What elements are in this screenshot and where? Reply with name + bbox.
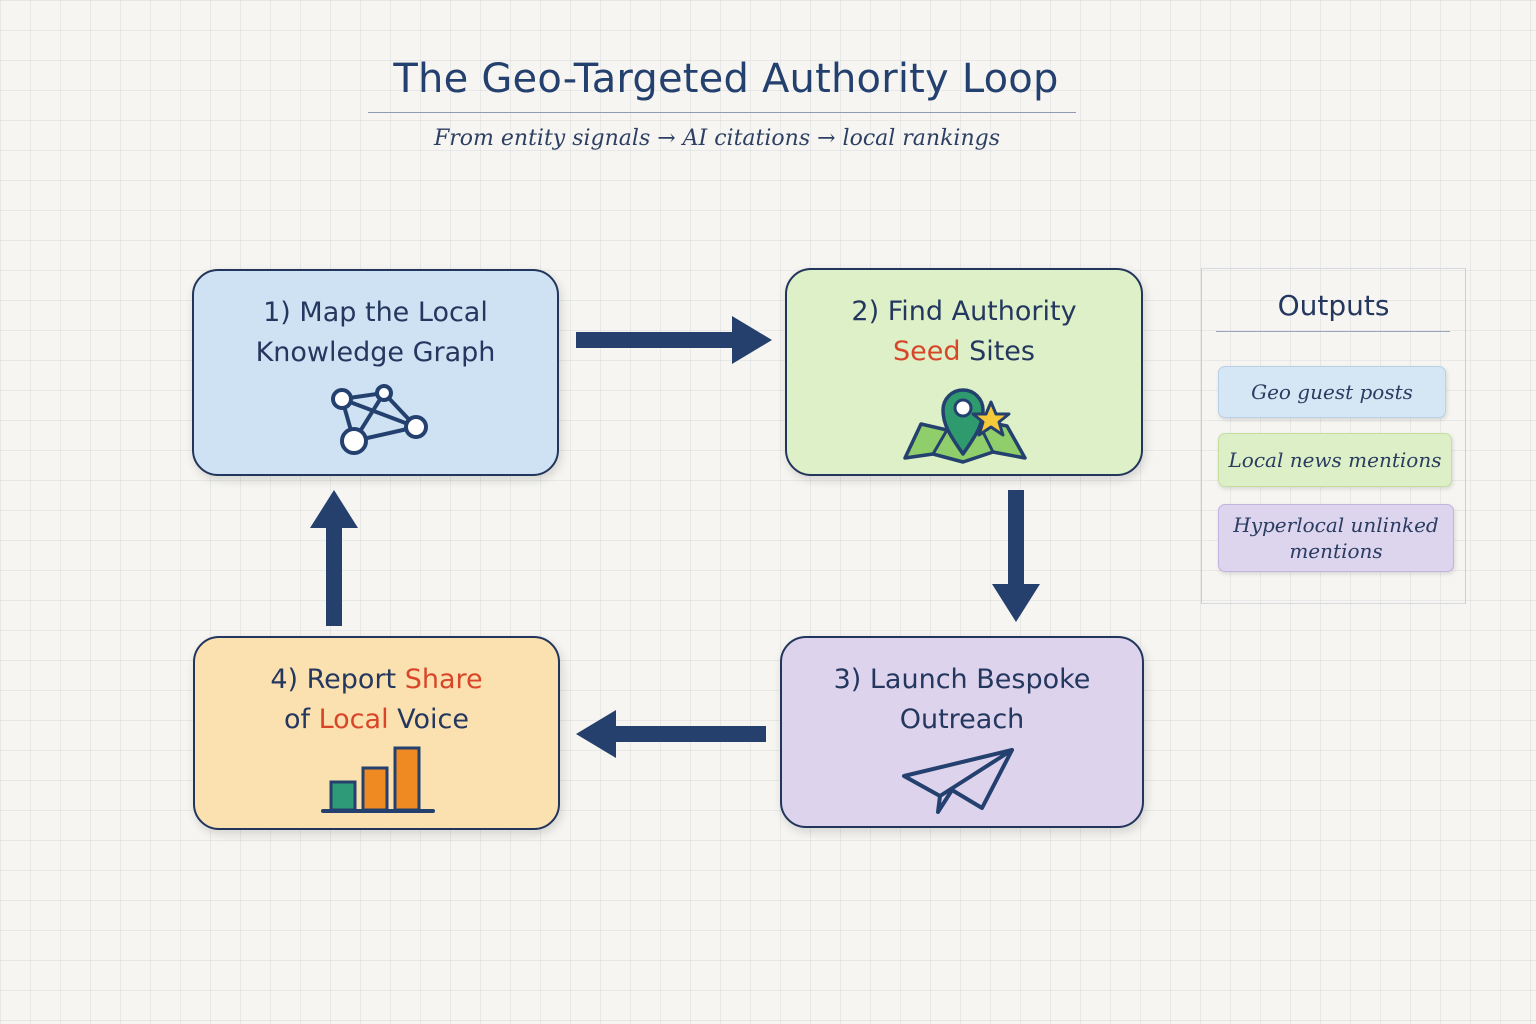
outputs-title: Outputs — [1277, 289, 1390, 322]
step-4-line-1-text: 4) Report — [270, 664, 405, 695]
step-1-line-1: 1) Map the Local — [263, 297, 488, 328]
step-3-label: 3) Launch Bespoke Outreach — [782, 660, 1142, 740]
step-3-line-2: Outreach — [899, 704, 1025, 735]
step-2-box: 2) Find Authority Seed Sites — [785, 268, 1143, 476]
step-1-label: 1) Map the Local Knowledge Graph — [194, 293, 557, 373]
output-chip-local-news-mentions: Local news mentions — [1218, 433, 1452, 487]
step-4-line-1: 4) Report Share — [195, 660, 558, 700]
arrow-step1-to-step2 — [576, 316, 772, 364]
step-2-line-1: 2) Find Authority — [851, 296, 1077, 327]
step-4-label: 4) Report Share of Local Voice — [195, 660, 558, 740]
step-1-box: 1) Map the Local Knowledge Graph — [192, 269, 559, 476]
step-4-highlight-local: Local — [318, 704, 389, 735]
step-4-line-2: of Local Voice — [195, 700, 558, 740]
output-chip-geo-guest-posts: Geo guest posts — [1218, 366, 1446, 418]
step-2-line-2-rest: Sites — [960, 336, 1035, 367]
step-4-highlight-share: Share — [404, 664, 483, 695]
arrow-step3-to-step4 — [576, 710, 766, 758]
step-1-line-2: Knowledge Graph — [255, 337, 496, 368]
output-chip-hyperlocal-unlinked-mentions: Hyperlocal unlinked mentions — [1218, 504, 1454, 572]
diagram-title: The Geo-Targeted Authority Loop — [393, 56, 1059, 102]
diagram-subtitle: From entity signals → AI citations → loc… — [434, 126, 1000, 151]
paper-plane-icon — [902, 748, 1014, 814]
step-4-line-2-rest: Voice — [388, 704, 470, 735]
step-3-line-1: 3) Launch Bespoke — [833, 664, 1091, 695]
step-4-box: 4) Report Share of Local Voice — [193, 636, 560, 830]
title-divider — [368, 112, 1076, 113]
step-4-line-2-prefix: of — [283, 704, 319, 735]
bar-chart-icon — [321, 746, 435, 813]
outputs-divider — [1216, 331, 1450, 332]
arrow-step2-to-step3 — [992, 490, 1040, 622]
step-2-highlight: Seed — [893, 336, 961, 367]
map-pin-star-icon — [903, 388, 1027, 464]
step-3-box: 3) Launch Bespoke Outreach — [780, 636, 1144, 828]
arrow-step4-to-step1 — [310, 490, 358, 626]
network-graph-icon — [331, 384, 428, 455]
step-2-line-2: Seed Sites — [787, 332, 1141, 372]
step-2-label: 2) Find Authority Seed Sites — [787, 292, 1141, 372]
outputs-panel: Outputs Geo guest posts Local news menti… — [1201, 268, 1466, 604]
